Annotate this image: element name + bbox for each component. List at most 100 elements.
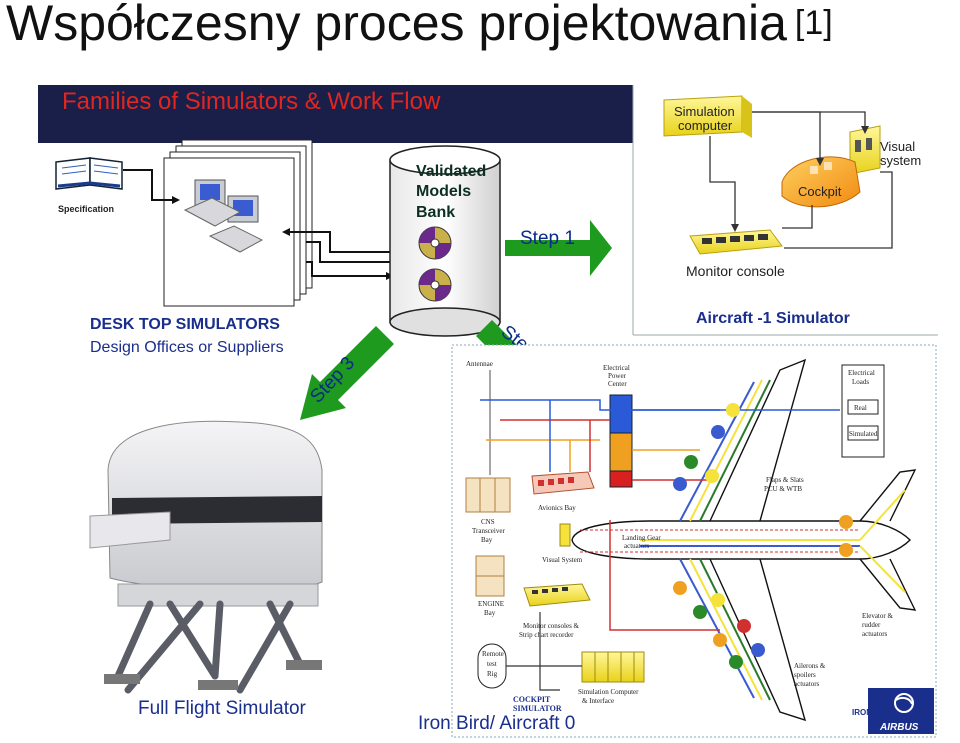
- control-lines: [580, 529, 860, 553]
- models-bank-line3: Bank: [416, 204, 455, 221]
- elevator-line1: Elevator &: [862, 612, 893, 620]
- real-label: Real: [854, 404, 867, 412]
- monitor-consoles-line1: Monitor consoles &: [523, 622, 580, 630]
- ironbird-tag: IRONBIRD: [852, 708, 892, 717]
- cns-line3: Bay: [481, 536, 493, 544]
- cockpit-sim-line2: SIMULATOR: [513, 704, 562, 713]
- cockpit-label: Cockpit: [798, 184, 842, 199]
- models-bank-line1: Validated: [416, 163, 486, 180]
- remote-line3: Rig: [487, 670, 498, 678]
- avionics-bay-label: Avionics Bay: [538, 504, 576, 512]
- simulation-computer-line1: Simulation: [674, 104, 735, 119]
- landing-gear-line1: Landing Gear: [622, 534, 661, 542]
- slide-title-text: Współczesny proces projektowania: [6, 0, 787, 51]
- desktop-pages: [163, 139, 313, 307]
- engine-bay: [475, 555, 505, 597]
- elevator-line3: actuators: [862, 630, 888, 638]
- banner: [38, 85, 633, 143]
- svg-text:Ailerons & spoilers ac: Ailerons & spoilers actuators: [794, 662, 827, 688]
- electrical-loads-line1: Electrical: [848, 369, 875, 377]
- svg-text:COCKPIT SIMULATOR: COCKPIT SIMULATOR: [513, 695, 562, 713]
- svg-text:Simulation computer: Simulation computer: [674, 104, 738, 133]
- monitor-consoles-small: [523, 583, 591, 607]
- cns-bay: [465, 477, 511, 513]
- visual-system-line2: system: [880, 153, 921, 168]
- engine-bay-line2: Bay: [484, 609, 496, 617]
- svg-text:Flaps & Slats PCU & WTB: Flaps & Slats PCU & WTB: [764, 476, 805, 493]
- real-box: [847, 399, 879, 415]
- disc-icon: [418, 268, 452, 302]
- disc-icon: [418, 226, 452, 260]
- slide-title-ref: [1]: [794, 4, 833, 42]
- step3-arrow: [300, 326, 394, 420]
- monitor-console-box: [689, 229, 783, 255]
- full-flight-label: Full Flight Simulator: [138, 698, 307, 719]
- iron-bird-label: Iron Bird/ Aircraft 0: [418, 713, 575, 734]
- computer-icon: [183, 179, 264, 253]
- svg-text:ENGINE Bay: ENGINE Bay: [478, 600, 506, 617]
- epc-line2: Power: [608, 372, 627, 380]
- landing-gear-line2: actuators: [624, 542, 650, 550]
- visual-system-box: [849, 125, 881, 175]
- svg-text:Remote test Rig: Remote test Rig: [482, 650, 506, 678]
- epc-line3: Center: [608, 380, 627, 388]
- simulation-computer-box: [663, 95, 752, 138]
- visual-system-small-label: Visual System: [542, 556, 583, 564]
- remote-line1: Remote: [482, 650, 504, 658]
- svg-text:Monitor consoles & Strip c: Monitor consoles & Strip chart recorder: [519, 622, 581, 639]
- engine-bay-line1: ENGINE: [478, 600, 504, 608]
- cockpit-sim-line1: COCKPIT: [513, 695, 551, 704]
- specification-label: Specification: [58, 204, 114, 214]
- full-flight-simulator-image: [89, 420, 323, 694]
- simulation-computer-small: [581, 651, 645, 683]
- electrical-loads-line2: Loads: [852, 378, 869, 386]
- banner-text: Families of Simulators & Work Flow: [62, 88, 441, 115]
- aircraft-sim-title: Aircraft -1 Simulator: [696, 310, 850, 327]
- sim-computer-line1: Simulation Computer: [578, 688, 639, 696]
- iron-bird-flowlines: [480, 370, 840, 631]
- ailerons-line1: Ailerons &: [794, 662, 826, 670]
- step1-arrow: [505, 220, 612, 276]
- simulated-label: Simulated: [849, 430, 878, 438]
- simulated-box: [847, 425, 879, 441]
- ailerons-line3: actuators: [794, 680, 820, 688]
- cns-line2: Transceiver: [472, 527, 505, 535]
- actuator-nodes: [673, 403, 853, 669]
- svg-text:Simulation Computer & Inte: Simulation Computer & Interface: [578, 688, 640, 705]
- svg-text:Landing Gear actuators: Landing Gear actuators: [622, 534, 662, 550]
- sim-computer-line2: & Interface: [582, 697, 614, 705]
- airbus-logo: [868, 688, 934, 734]
- visual-system-small: [559, 523, 571, 547]
- step1-label: Step 1: [520, 228, 575, 249]
- models-bank-line2: Models: [416, 183, 471, 200]
- flaps-line1: Flaps & Slats: [766, 476, 804, 484]
- antennae-label: Antennae: [466, 360, 493, 368]
- aircraft-sim-connectors: [709, 111, 893, 249]
- slide-title: Współczesny proces projektowania[1]: [6, 0, 833, 52]
- svg-text:Elevator & rudder actu: Elevator & rudder actuators: [862, 612, 895, 638]
- remote-line2: test: [487, 660, 497, 668]
- monitor-consoles-line2: Strip chart recorder: [519, 631, 574, 639]
- visual-system-line1: Visual: [880, 139, 915, 154]
- elevator-line2: rudder: [862, 621, 881, 629]
- svg-text:CNS Transceiver Bay: CNS Transceiver Bay: [472, 518, 507, 544]
- simulation-computer-line2: computer: [678, 118, 733, 133]
- book-icon: [55, 157, 123, 190]
- flaps-line2: PCU & WTB: [764, 485, 802, 493]
- svg-text:Electrical Loads: Electrical Loads: [848, 369, 877, 386]
- cockpit-shape: [781, 156, 861, 208]
- airbus-label: AIRBUS: [879, 722, 919, 733]
- ailerons-line2: spoilers: [794, 671, 816, 679]
- hydraulic-lines: [640, 379, 906, 701]
- avionics-bay: [531, 471, 595, 495]
- epc-line1: Electrical: [603, 364, 630, 372]
- desk-top-title: DESK TOP SIMULATORS: [90, 316, 280, 333]
- desk-top-subtitle: Design Offices or Suppliers: [90, 339, 284, 356]
- svg-text:Electrical Power Cente: Electrical Power Center: [603, 364, 632, 388]
- cns-line1: CNS: [481, 518, 495, 526]
- monitor-console-label: Monitor console: [686, 263, 785, 279]
- electrical-power-center: [609, 394, 633, 488]
- svg-text:Visual system: Visual system: [880, 139, 921, 168]
- svg-text:Validated Models Bank: Validated Models Bank: [416, 163, 491, 221]
